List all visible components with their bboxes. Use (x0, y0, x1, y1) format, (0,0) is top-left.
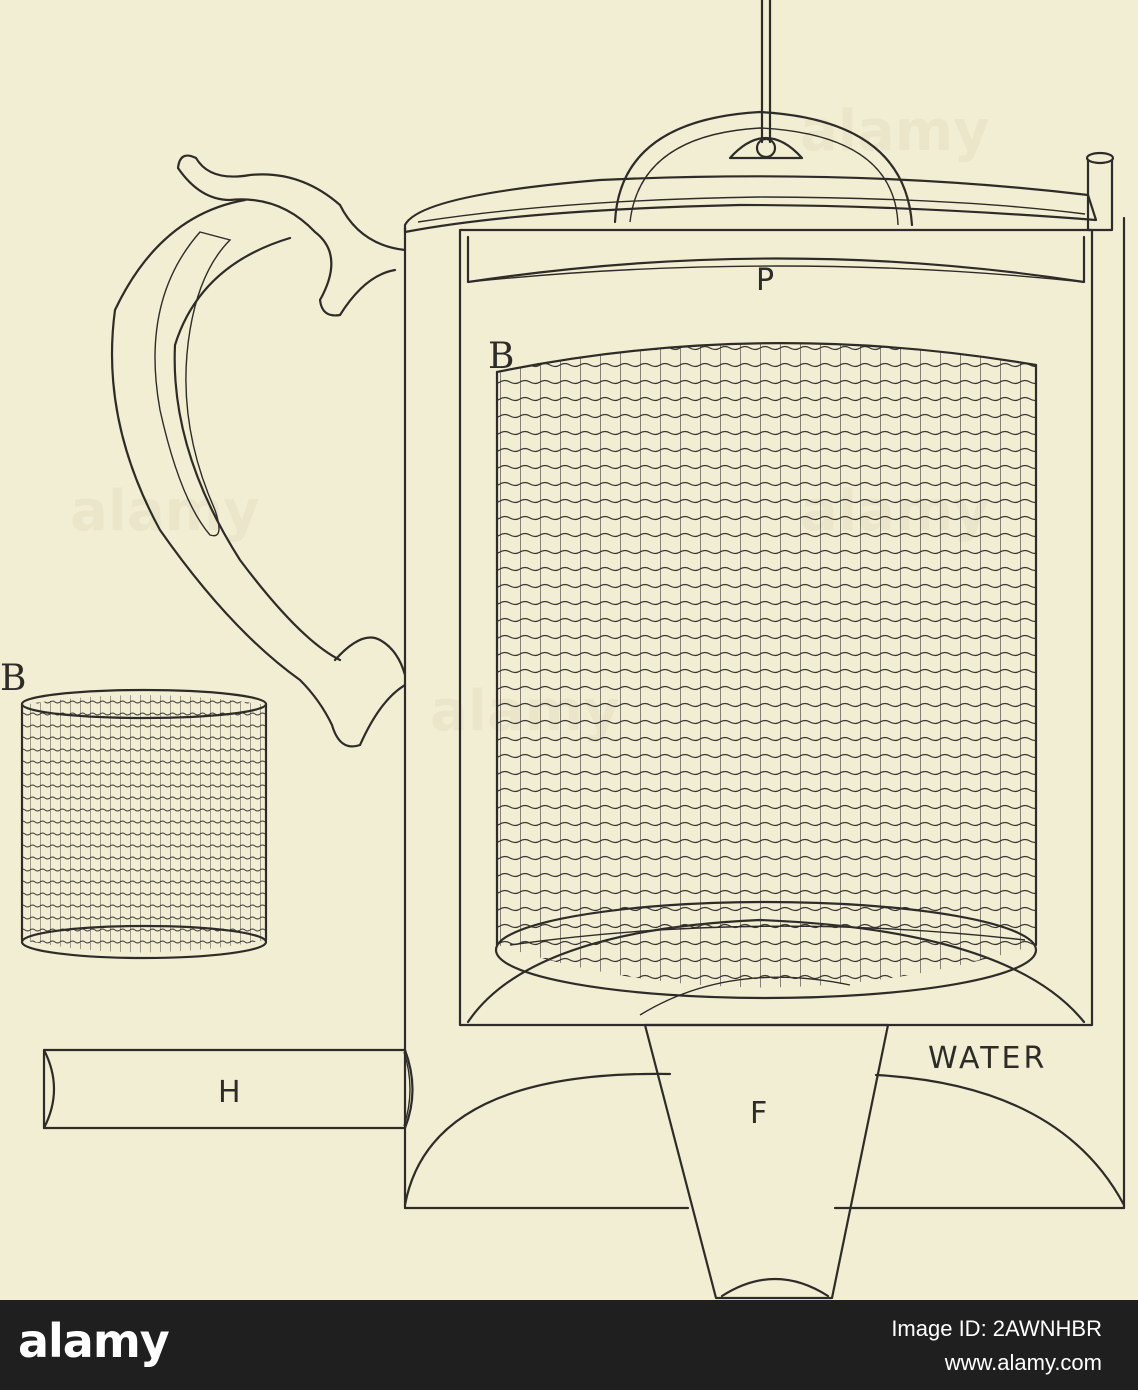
label-funnel: F (750, 1096, 767, 1131)
alamy-logo: alamy (18, 1314, 170, 1368)
label-basket: B (488, 336, 514, 377)
funnel (643, 1023, 890, 1300)
outer-vessel (403, 216, 1126, 1210)
ornate-handle (110, 154, 407, 748)
svg-text:alamy: alamy (70, 479, 260, 544)
vent-tube (1085, 151, 1115, 232)
lid (403, 175, 1098, 234)
label-handle: H (218, 1075, 241, 1110)
label-water: WATER (928, 1041, 1047, 1076)
suspension-rod (728, 0, 804, 160)
watermark-bar: alamy Image ID: 2AWNHBR www.alamy.com (0, 1300, 1138, 1390)
apparatus-diagram: alamy alamy alamy alamy (0, 0, 1126, 1300)
diagram-stage: alamy alamy alamy alamy (0, 0, 1126, 1300)
image-url: www.alamy.com (944, 1350, 1102, 1375)
image-id: Image ID: 2AWNHBR (891, 1316, 1102, 1341)
large-wire-basket (494, 342, 1038, 1000)
svg-text:alamy: alamy (800, 99, 990, 164)
side-tube (42, 1048, 414, 1130)
lid-dome (613, 110, 914, 227)
label-pan: P (756, 263, 774, 298)
label-small-basket: B (0, 658, 26, 699)
small-wire-basket (20, 688, 268, 960)
